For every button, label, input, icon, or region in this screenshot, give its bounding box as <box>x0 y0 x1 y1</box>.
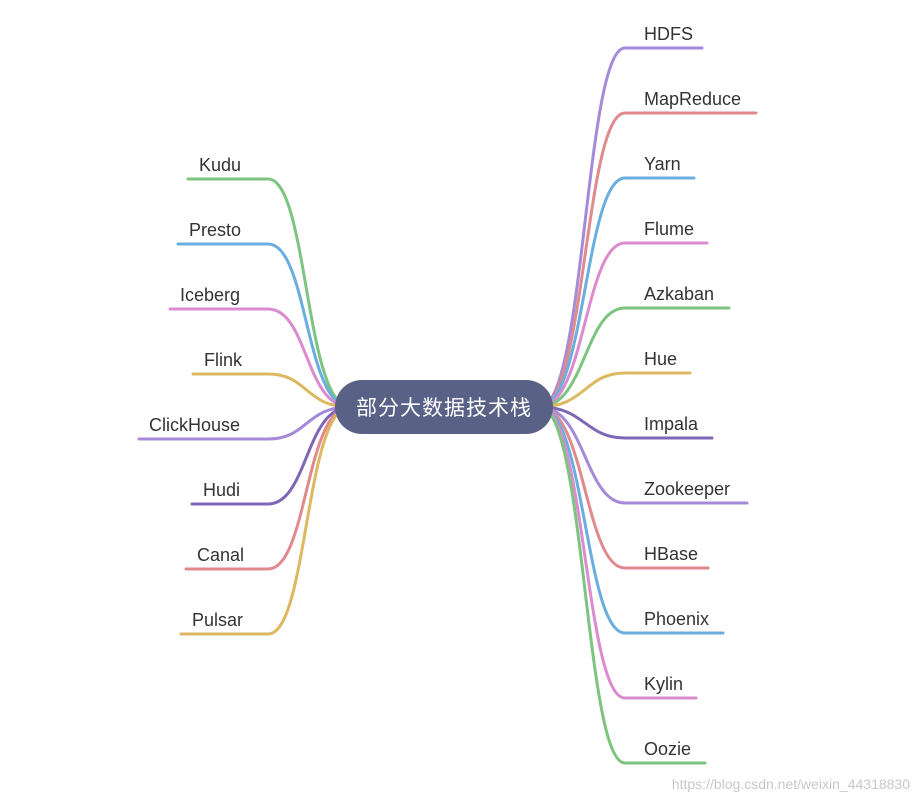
branch-connector <box>186 177 352 409</box>
branch-node-zookeeper[interactable]: Zookeeper <box>644 479 731 499</box>
branch-connector <box>538 176 696 409</box>
branch-connector <box>538 46 704 409</box>
branch-connector <box>168 307 352 409</box>
center-node-label: 部分大数据技术栈 <box>356 396 532 420</box>
branch-connector <box>190 405 352 506</box>
branch-connector <box>538 241 709 409</box>
branch-node-canal[interactable]: Canal <box>197 545 245 565</box>
branch-connector <box>538 111 758 409</box>
branch-connector <box>538 405 749 505</box>
branch-node-flink[interactable]: Flink <box>204 350 243 370</box>
branch-connector <box>538 306 731 409</box>
branch-connector <box>538 405 714 440</box>
branch-node-pulsar[interactable]: Pulsar <box>192 610 244 630</box>
branch-node-mapreduce[interactable]: MapReduce <box>644 89 742 109</box>
branch-node-presto[interactable]: Presto <box>189 220 242 240</box>
branch-node-phoenix[interactable]: Phoenix <box>644 609 710 629</box>
branch-node-iceberg[interactable]: Iceberg <box>180 285 241 305</box>
branch-node-hudi[interactable]: Hudi <box>203 480 241 500</box>
branch-connector <box>176 242 352 409</box>
branch-connector <box>538 405 707 765</box>
center-node[interactable]: 部分大数据技术栈 <box>335 380 553 434</box>
branch-connector <box>538 405 710 570</box>
branch-node-hbase[interactable]: HBase <box>644 544 699 564</box>
branch-node-impala[interactable]: Impala <box>644 414 699 434</box>
branch-connector <box>184 405 352 571</box>
branch-connector <box>538 405 725 635</box>
branch-node-oozie[interactable]: Oozie <box>644 739 692 759</box>
branch-node-kudu[interactable]: Kudu <box>199 155 242 175</box>
branch-node-yarn[interactable]: Yarn <box>644 154 681 174</box>
watermark: https://blog.csdn.net/weixin_44318830 <box>671 776 910 792</box>
branch-node-flume[interactable]: Flume <box>644 219 695 239</box>
branch-connector <box>538 371 692 409</box>
branch-connector <box>179 405 352 636</box>
branch-node-hue[interactable]: Hue <box>644 349 678 369</box>
branch-node-kylin[interactable]: Kylin <box>644 674 684 694</box>
branch-node-azkaban[interactable]: Azkaban <box>644 284 715 304</box>
branch-node-clickhouse[interactable]: ClickHouse <box>149 415 241 435</box>
branch-node-hdfs[interactable]: HDFS <box>644 24 693 44</box>
